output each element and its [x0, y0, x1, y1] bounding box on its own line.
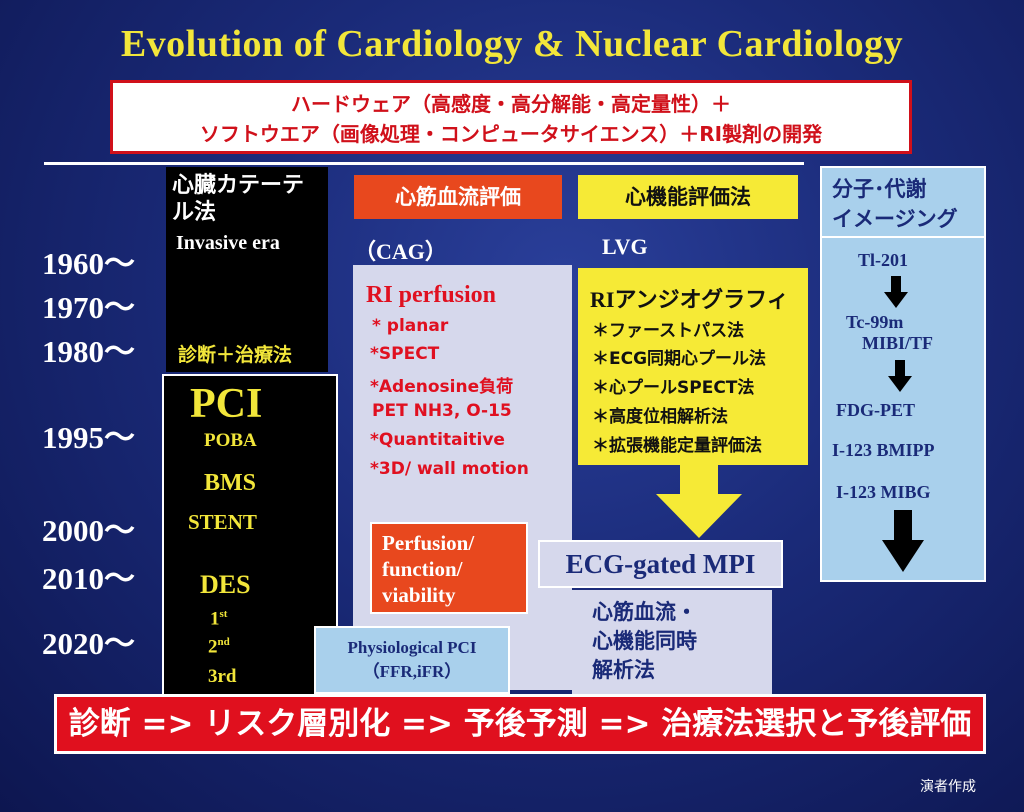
fdg-pet-label: FDG-PET: [836, 400, 915, 420]
des-label: DES: [200, 570, 251, 599]
yellow-down-arrow-icon: [656, 464, 742, 538]
function-item: ＊ECG同期心プール法: [592, 349, 767, 369]
down-arrow-icon: [884, 276, 908, 308]
pfv-line-3: viability: [382, 583, 456, 607]
bmipp-label: I-123 BMIPP: [832, 440, 935, 460]
year-1960: 1960〜: [42, 246, 135, 281]
function-item: ＊心プールSPECT法: [592, 378, 755, 398]
ri-angiography-title: RIアンジオグラフィ: [590, 287, 789, 312]
function-item: ＊拡張機能定量評価法: [592, 436, 762, 456]
bms-label: BMS: [204, 470, 257, 496]
diagnosis-treatment-label: 診断＋治療法: [178, 344, 293, 366]
perfusion-item: *SPECT: [370, 344, 440, 364]
phys-pci-line-2: （FFR,iFR）: [362, 662, 462, 681]
summary-line-1: ハードウェア（高感度・高分解能・高定量性）＋: [291, 92, 731, 116]
function-item: ＊高度位相解析法: [592, 407, 728, 427]
catheter-header: 心臓カテーテル法: [172, 173, 305, 225]
ri-angiography-box: [578, 268, 808, 465]
catheter-column-top: [166, 167, 328, 372]
summary-line-2: ソフトウエア（画像処理・コンピュータサイエンス）＋RI製剤の開発: [199, 122, 823, 146]
pfv-line-2: function/: [382, 557, 463, 581]
perfusion-item: *Quantitaitive: [370, 430, 505, 450]
ecg-desc-line-2: 心機能同時: [592, 629, 697, 653]
year-1980: 1980〜: [42, 334, 135, 369]
molecular-imaging-header: 分子･代謝 イメージング: [832, 174, 982, 234]
pci-label: PCI: [190, 381, 263, 427]
lvg-label: LVG: [602, 234, 648, 259]
physiological-pci-box: Physiological PCI （FFR,iFR）: [314, 626, 510, 694]
credit-label: 演者作成: [920, 779, 976, 795]
year-2020: 2020〜: [42, 626, 135, 661]
des-gen-1: 1st: [210, 608, 228, 630]
catheter-column-bottom: [162, 374, 338, 696]
pfv-line-1: Perfusion/: [382, 531, 475, 555]
divider-line: [44, 162, 804, 165]
perfusion-function-viability-box: Perfusion/ function/ viability: [370, 522, 528, 614]
ri-perfusion-title: RI perfusion: [366, 282, 497, 308]
tc99m-label: Tc-99m: [846, 312, 904, 332]
function-header: 心機能評価法: [578, 175, 798, 219]
perfusion-column: [353, 265, 572, 690]
molecular-header-divider: [820, 236, 986, 238]
poba-label: POBA: [204, 430, 257, 451]
down-arrow-icon: [888, 360, 912, 392]
perfusion-item: PET NH3, O-15: [372, 401, 512, 421]
perfusion-item: *Adenosine負荷: [370, 377, 514, 397]
des-gen-2: 2nd: [208, 636, 230, 658]
invasive-era-label: Invasive era: [176, 232, 280, 254]
year-1995: 1995〜: [42, 420, 135, 455]
year-2010: 2010〜: [42, 561, 135, 596]
perfusion-item: *3D/ wall motion: [370, 459, 529, 479]
molecular-header-line-1: 分子･代謝: [832, 177, 927, 201]
ecg-desc-line-1: 心筋血流・: [592, 600, 697, 624]
mibi-tf-label: MIBI/TF: [862, 333, 934, 353]
year-1970: 1970〜: [42, 290, 135, 325]
perfusion-header: 心筋血流評価: [354, 175, 562, 219]
summary-box: ハードウェア（高感度・高分解能・高定量性）＋ ソフトウエア（画像処理・コンピュー…: [110, 80, 912, 154]
stent-label: STENT: [188, 510, 257, 534]
perfusion-item: * planar: [372, 316, 449, 336]
ecg-desc-line-3: 解析法: [592, 658, 655, 682]
des-gen-3: 3rd: [208, 666, 237, 687]
tl201-label: Tl-201: [858, 250, 909, 270]
molecular-header-line-2: イメージング: [832, 207, 958, 231]
workflow-bar: 診断 => リスク層別化 => 予後予測 => 治療法選択と予後評価: [54, 694, 986, 754]
phys-pci-line-1: Physiological PCI: [347, 638, 477, 657]
function-item: ＊ファーストパス法: [592, 321, 745, 341]
page-title: Evolution of Cardiology & Nuclear Cardio…: [120, 23, 904, 65]
cag-label: （CAG）: [354, 239, 447, 264]
mibg-label: I-123 MIBG: [836, 482, 931, 502]
ecg-gated-mpi-box: ECG-gated MPI: [538, 540, 783, 588]
ecg-gated-description: 心筋血流・ 心機能同時 解析法: [572, 590, 772, 694]
large-down-arrow-icon: [882, 510, 924, 572]
year-2000: 2000〜: [42, 513, 135, 548]
